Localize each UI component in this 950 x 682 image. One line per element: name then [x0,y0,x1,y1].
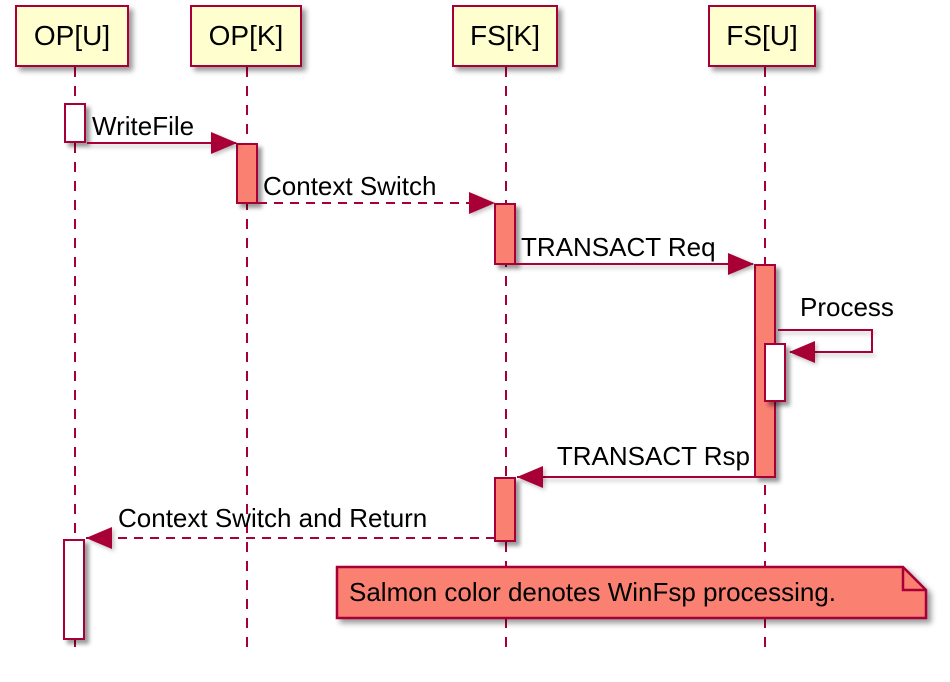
participant-label: OP[U] [33,20,111,51]
note-shape [335,565,928,620]
participant-box-fsk: FS[K] [452,5,558,67]
self-message-top-line [778,329,873,331]
message-line-transact-req [516,263,753,265]
message-line-context-switch [258,202,494,204]
lifeline-opu [74,67,76,653]
message-label: TRANSACT Rsp [556,441,750,471]
arrowhead-right-icon [469,192,495,214]
lifeline-opk [246,67,248,653]
activation-fsk-1 [494,203,516,265]
arrowhead-right-icon [728,253,754,275]
message-label: WriteFile [92,111,195,141]
message-line-transact-rsp [517,476,754,478]
arrowhead-left-icon [789,341,815,363]
lifeline-fsk [505,67,507,653]
activation-opk [236,143,258,204]
participant-label: FS[K] [469,20,540,51]
activation-opu-1 [64,103,86,143]
arrowhead-right-icon [211,132,237,154]
note-text: Salmon color denotes WinFsp processing. [349,577,837,607]
self-message-vertical-line [871,329,873,352]
message-label: Context Switch [263,171,437,201]
participant-box-opu: OP[U] [15,5,129,67]
message-label: Process [800,292,894,322]
activation-opu-2 [63,539,85,640]
arrowhead-left-icon [517,466,543,488]
arrowhead-left-icon [86,527,112,549]
participant-label: OP[K] [208,20,284,51]
activation-fsu-nested [764,343,786,402]
self-message-bottom-line [790,351,873,353]
message-line-writefile [87,142,236,144]
message-label: TRANSACT Req [521,232,716,262]
participant-box-fsu: FS[U] [708,5,816,67]
message-line-context-switch-return [86,537,494,539]
activation-fsk-2 [494,477,516,542]
participant-label: FS[U] [726,20,798,51]
message-label: Context Switch and Return [118,503,428,533]
participant-box-opk: OP[K] [190,5,302,67]
